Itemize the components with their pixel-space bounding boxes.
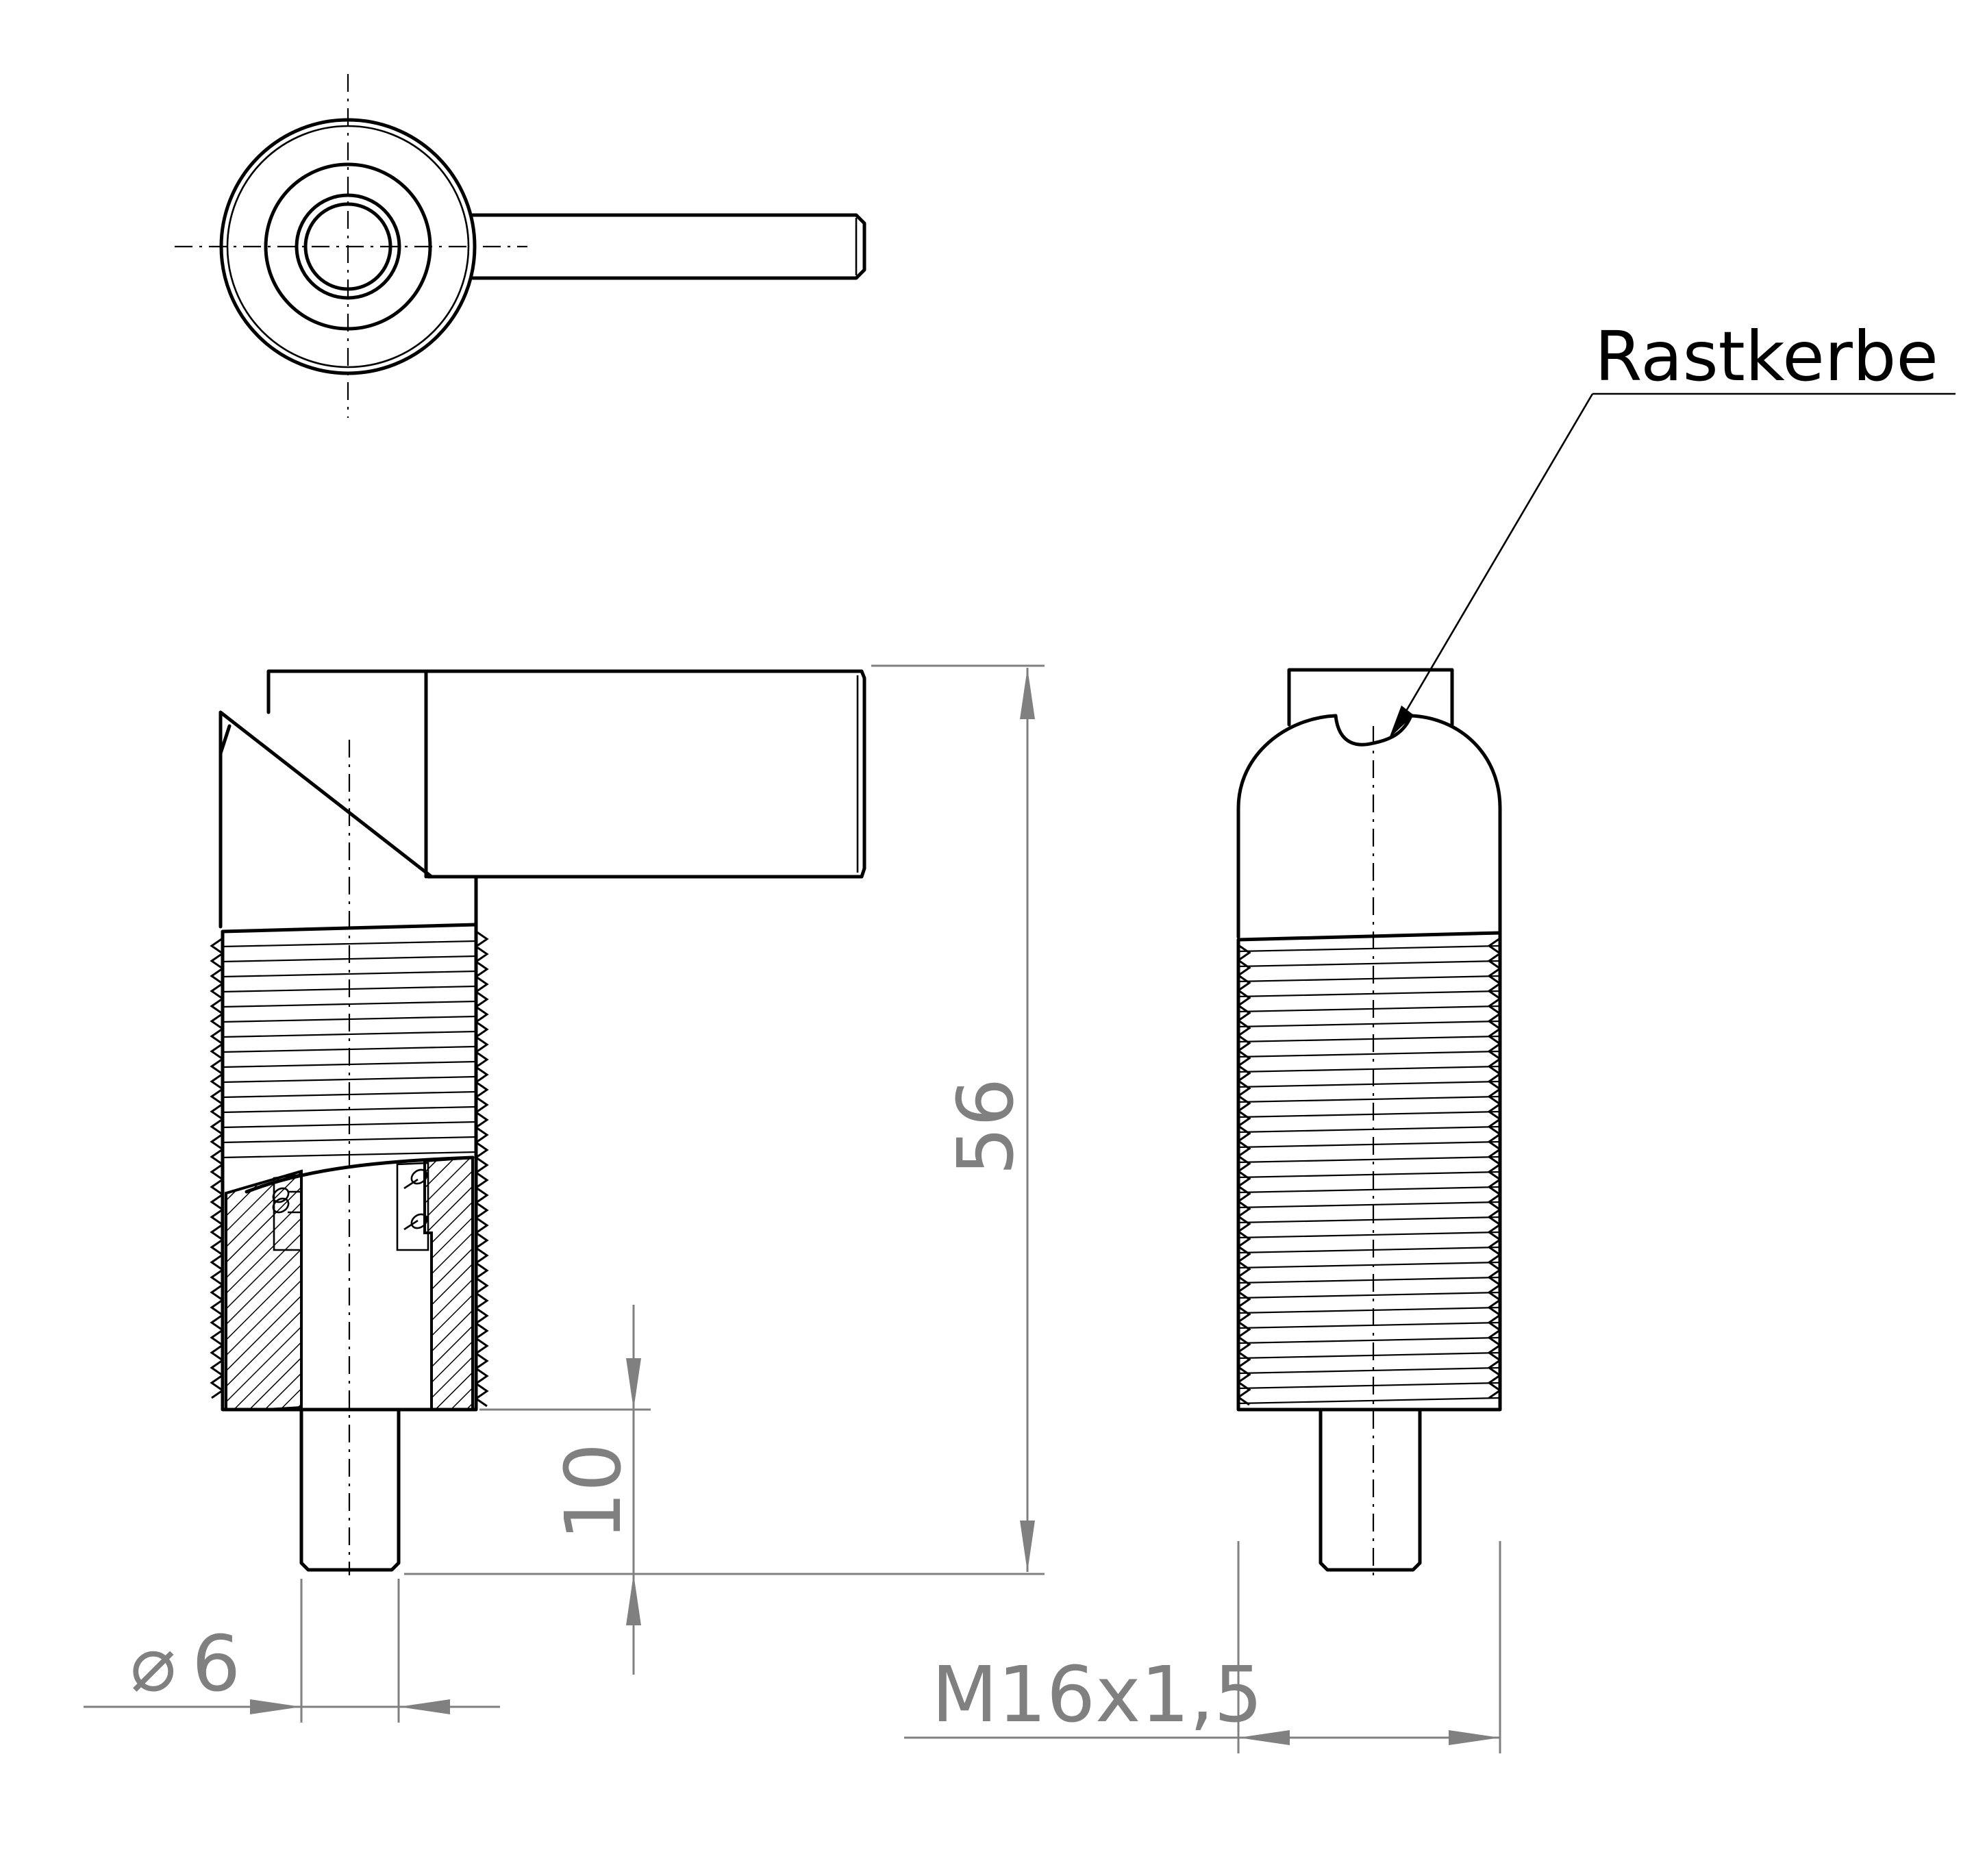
thread-line: [1238, 1095, 1501, 1103]
thread-line: [1238, 1351, 1501, 1360]
front-view-cam: [218, 710, 478, 929]
thread-line: [1238, 1306, 1501, 1314]
dim-10-arrow-top: [626, 1358, 641, 1410]
dim-d6-arrow-left: [250, 1699, 301, 1714]
thread-line: [1238, 1261, 1501, 1269]
thread-line: [1238, 1231, 1501, 1239]
side-view-thread-left: [1236, 944, 1251, 1406]
thread-line: [222, 1075, 477, 1084]
thread-line: [1238, 945, 1501, 953]
front-view-spring-coils: [272, 1168, 428, 1231]
front-view-spring-chamber-left: [273, 1173, 303, 1251]
thread-teeth: [1236, 944, 1251, 1406]
front-view-thread-left: [210, 937, 225, 1399]
front-view-spring-chamber-right: [396, 1162, 429, 1251]
thread-line: [1238, 1321, 1501, 1329]
side-view-dome: [1236, 714, 1502, 939]
thread-line: [1238, 1366, 1501, 1375]
thread-line: [222, 970, 477, 978]
dim-thread-arrow-right: [1449, 1730, 1500, 1745]
dim-56-arrow-bottom: [1020, 1521, 1035, 1572]
dim-56-text: 56: [942, 1078, 1031, 1176]
notch-callout: Rastkerbe: [1389, 316, 1956, 738]
front-view-body-outline: [221, 923, 478, 1412]
thread-line: [1238, 1035, 1501, 1043]
thread-line: [222, 1136, 477, 1144]
dim-d6-arrow-right: [399, 1699, 450, 1714]
front-view-head: [266, 669, 866, 879]
dim-thread-arrow-left: [1238, 1730, 1290, 1745]
thread-line: [1238, 1276, 1501, 1284]
thread-line: [1238, 1246, 1501, 1254]
dimensions: 56 10 ⌀ 6 M16x1,5: [84, 664, 1501, 1753]
notch-leader-line: [1396, 393, 1594, 727]
thread-line: [1238, 1050, 1501, 1058]
thread-line: [1238, 1201, 1501, 1209]
side-view-thread-right: [1487, 937, 1502, 1399]
thread-line: [1238, 1216, 1501, 1224]
front-view-section-left-wall: [225, 1169, 303, 1411]
thread-line: [222, 940, 477, 948]
thread-line: [222, 1030, 477, 1038]
thread-line: [1238, 1110, 1501, 1118]
side-view-thread-lines: [1238, 945, 1501, 1405]
thread-line: [1238, 1020, 1501, 1028]
dim-10-arrow-bottom: [626, 1574, 641, 1625]
thread-line: [1238, 1381, 1501, 1390]
thread-line: [1238, 1155, 1501, 1164]
front-view: [210, 669, 866, 1575]
thread-teeth: [474, 930, 489, 1408]
top-view-inner-circle: [295, 193, 401, 300]
side-view-pin: [1319, 1408, 1422, 1572]
thread-line: [1238, 1291, 1501, 1299]
thread-line: [1238, 1125, 1501, 1134]
thread-line: [1238, 1336, 1501, 1345]
dim-thread-text: M16x1,5: [932, 1651, 1263, 1740]
top-view-lever: [471, 213, 866, 280]
front-view-thread-right: [474, 930, 489, 1408]
thread-line: [1238, 1080, 1501, 1088]
thread-line: [1238, 1065, 1501, 1073]
notch-leader-arrow: [1389, 705, 1414, 738]
thread-line: [1238, 1186, 1501, 1194]
thread-line: [1238, 990, 1501, 998]
notch-label: Rastkerbe: [1595, 316, 1938, 397]
thread-line: [1238, 975, 1501, 983]
dim-d6-symbol: ⌀: [130, 1620, 176, 1709]
thread-line: [1238, 1171, 1501, 1179]
thread-line: [1238, 960, 1501, 968]
side-view-thread-body: [1236, 931, 1502, 1412]
dim-d6-text: 6: [192, 1620, 240, 1709]
thread-teeth: [1487, 937, 1502, 1399]
side-view-head-top: [1287, 668, 1454, 727]
thread-line: [1238, 1140, 1501, 1149]
thread-teeth: [210, 937, 225, 1399]
top-view: [175, 74, 866, 418]
dim-10-text: 10: [549, 1443, 638, 1541]
thread-line: [1238, 1397, 1501, 1405]
side-view-thread-start: [1236, 931, 1502, 942]
thread-line: [1238, 1005, 1501, 1013]
dim-56-arrow-top: [1020, 668, 1035, 719]
side-view: [1236, 668, 1502, 1582]
front-view-section-right-wall: [423, 1155, 474, 1411]
